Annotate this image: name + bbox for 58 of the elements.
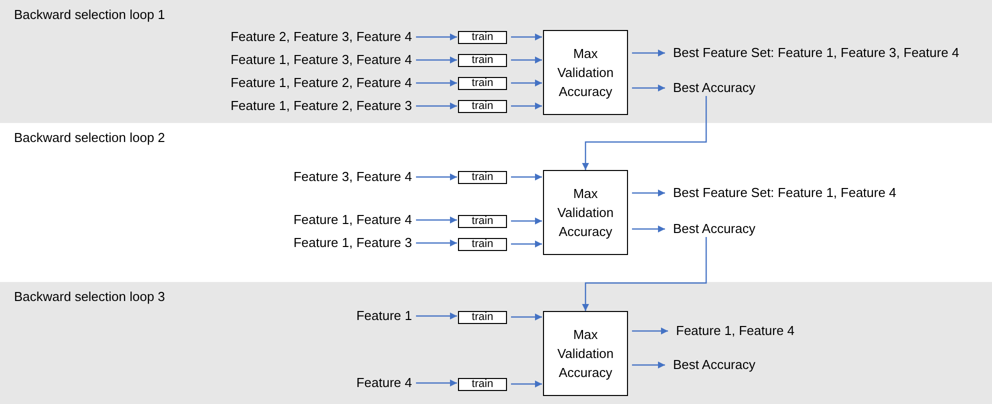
arrow (632, 226, 665, 232)
arrow (416, 174, 457, 180)
result-label: Best Feature Set: Feature 1, Feature 3, Feature 4 (673, 45, 960, 61)
feature-label: Feature 1, Feature 2, Feature 4 (230, 75, 412, 91)
arrow (511, 174, 542, 180)
feature-label: Feature 1, Feature 3 (293, 235, 412, 251)
result-label: Best Accuracy (673, 357, 756, 373)
feature-label: Feature 2, Feature 3, Feature 4 (230, 29, 412, 45)
train-box: train (458, 378, 507, 390)
arrow (416, 56, 457, 64)
arrow (416, 312, 457, 320)
feature-label: Feature 1, Feature 4 (293, 212, 412, 228)
band-heading: Backward selection loop 3 (14, 289, 166, 305)
result-label: Best Feature Set: Feature 1, Feature 4 (673, 185, 896, 201)
arrow (632, 328, 668, 334)
train-box: train (458, 310, 507, 324)
arrow (511, 218, 542, 224)
train-box: train (458, 214, 507, 228)
train-box: train (458, 54, 507, 66)
band-heading: Backward selection loop 2 (14, 130, 166, 146)
arrow (511, 34, 542, 40)
arrow (632, 50, 665, 56)
arrow (416, 80, 457, 86)
feature-label: Feature 4 (356, 375, 412, 391)
train-box: train (458, 76, 507, 90)
loop-band (0, 282, 992, 404)
arrow (416, 102, 457, 110)
arrow (632, 84, 665, 92)
arrow (511, 56, 542, 64)
arrow (511, 314, 542, 320)
arrow (416, 216, 457, 224)
train-box: train (458, 170, 507, 184)
feature-label: Feature 1, Feature 3, Feature 4 (230, 52, 412, 68)
band-heading: Backward selection loop 1 (14, 7, 166, 23)
arrow (511, 240, 542, 248)
loop-band (0, 0, 992, 123)
feature-label: Feature 1 (356, 308, 412, 324)
result-label: Best Accuracy (673, 221, 756, 237)
arrow (511, 380, 542, 388)
arrow (416, 34, 457, 40)
process-box: Max Validation Accuracy (543, 311, 628, 396)
arrow (632, 190, 665, 196)
result-label: Best Accuracy (673, 80, 756, 96)
train-box: train (458, 100, 507, 112)
feature-label: Feature 1, Feature 2, Feature 3 (230, 98, 412, 114)
arrow (582, 237, 707, 311)
train-box: train (458, 238, 507, 250)
arrow (416, 380, 457, 386)
arrow (511, 102, 542, 110)
result-label: Feature 1, Feature 4 (676, 323, 795, 339)
arrow (582, 96, 707, 170)
process-box: Max Validation Accuracy (543, 30, 628, 115)
arrow (632, 362, 665, 368)
process-box: Max Validation Accuracy (543, 170, 628, 255)
train-box: train (458, 30, 507, 44)
arrow (416, 240, 457, 246)
feature-label: Feature 3, Feature 4 (293, 169, 412, 185)
arrow (511, 80, 542, 86)
